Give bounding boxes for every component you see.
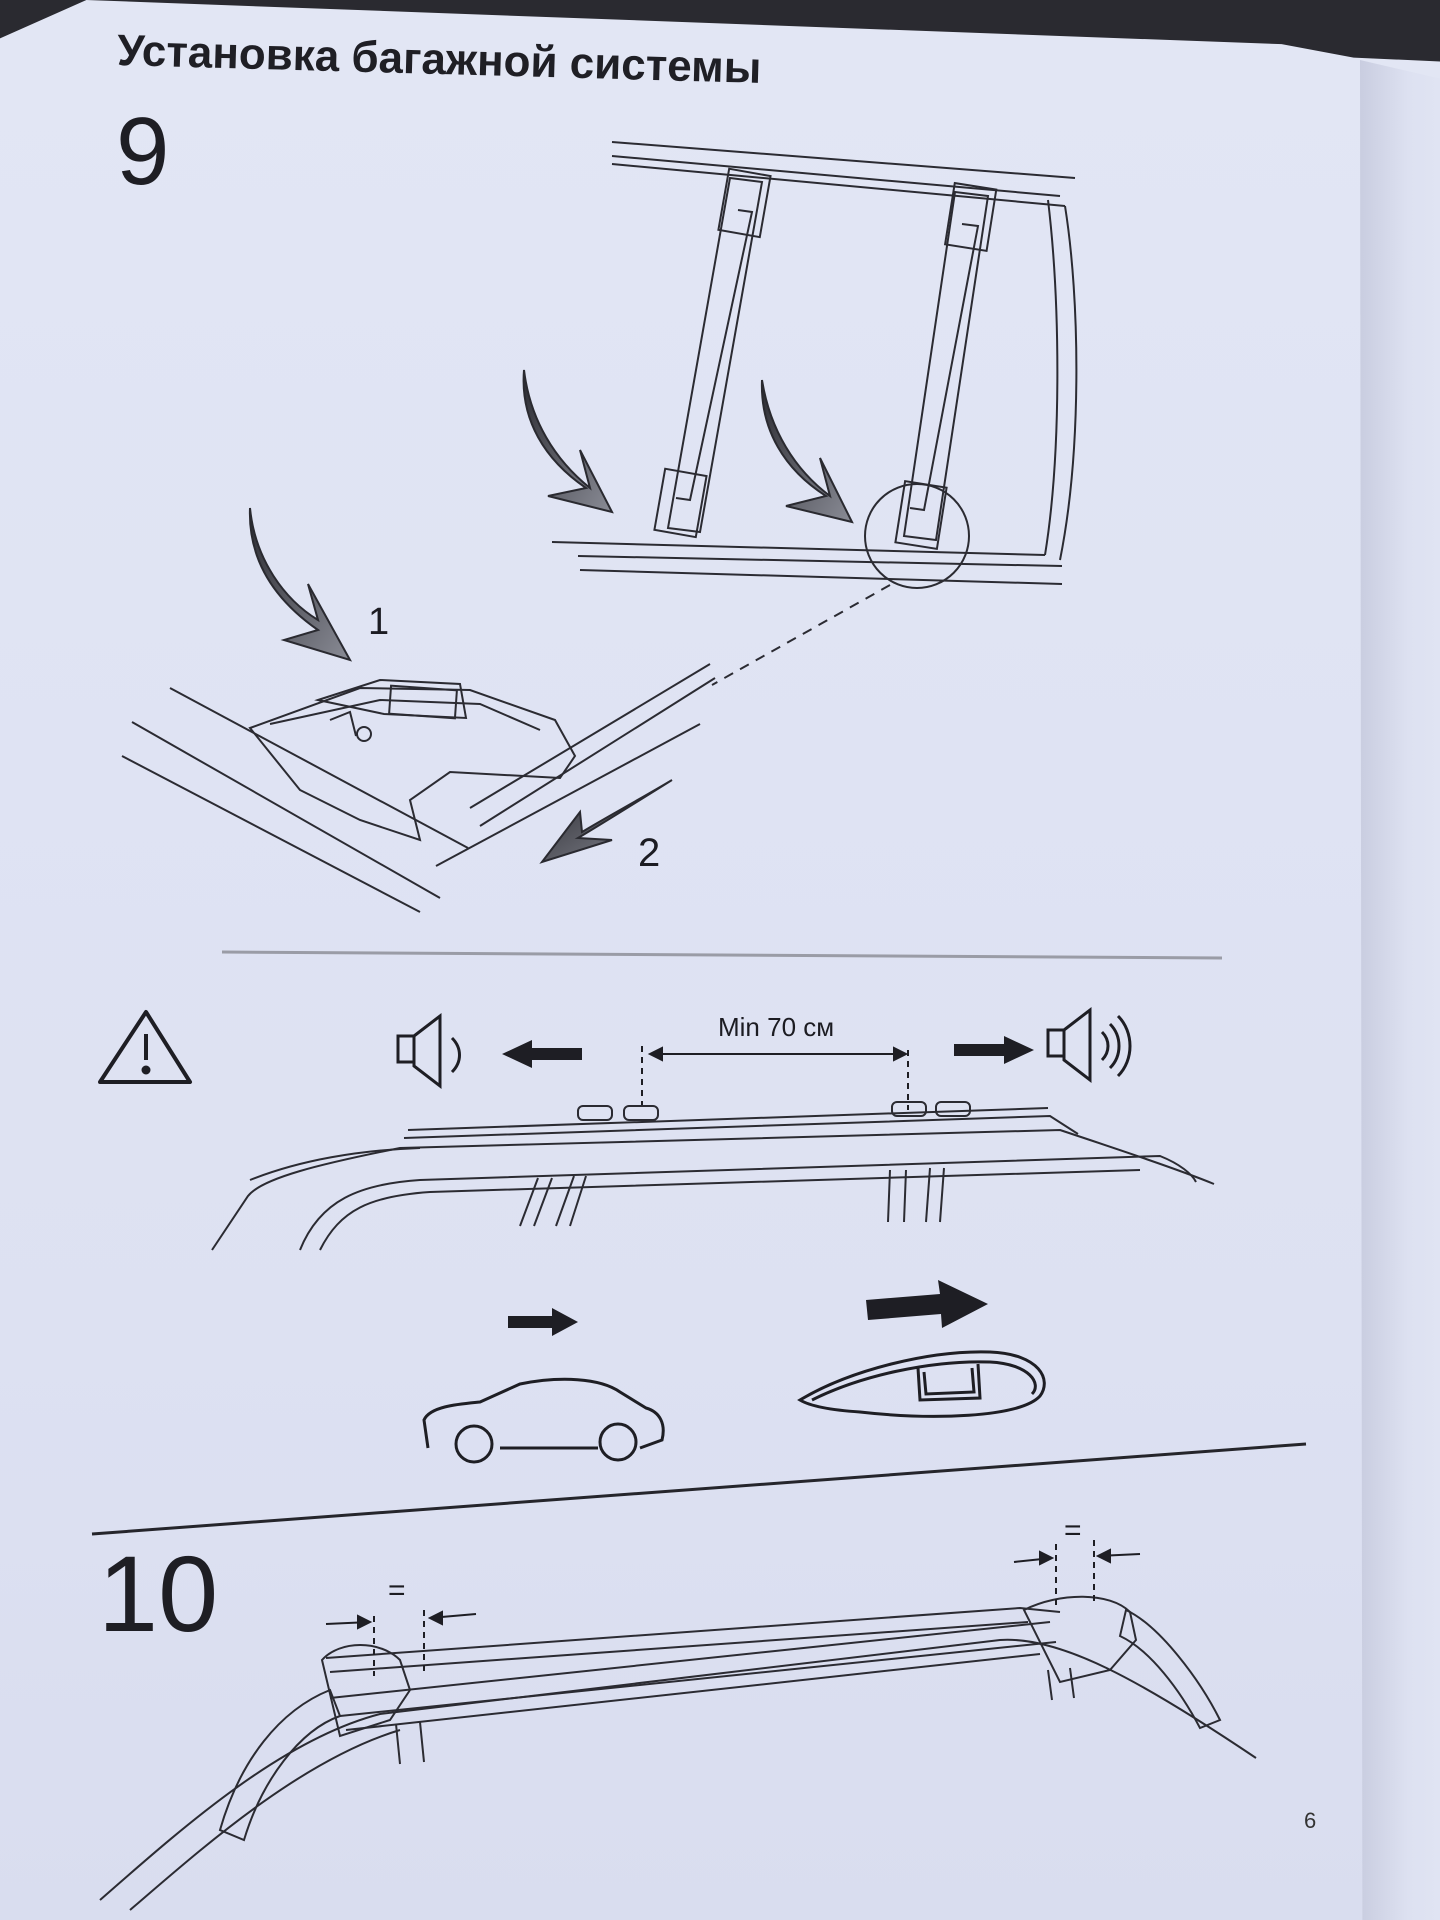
distance-dimension: [641, 1046, 909, 1110]
roof-box-icon: [797, 1350, 1046, 1418]
warning-triangle-icon: [98, 1010, 192, 1084]
speaker-loud-icon: [1046, 1006, 1132, 1084]
curved-arrow-2: [539, 779, 673, 864]
sedan-speed-arrow: [508, 1308, 578, 1336]
equal-marker-right: [1013, 1540, 1141, 1606]
arrow-right-short: [954, 1036, 1034, 1064]
roof-top-view: [551, 141, 1078, 585]
detail-leader: [711, 584, 891, 686]
sedan-icon: [422, 1377, 665, 1464]
section-divider-2: [91, 1442, 1307, 1536]
curved-arrow-1: [248, 507, 353, 662]
step10-crossbar: [99, 1595, 1257, 1911]
section-divider: [221, 950, 1223, 960]
curved-arrow-right: [760, 379, 854, 524]
next-page-edge: [1360, 60, 1440, 1920]
crossbar-left: [653, 167, 772, 539]
equal-mark-left: =: [388, 1574, 406, 1607]
page-number: 6: [1304, 1808, 1317, 1833]
car-roof-side: [211, 1101, 1215, 1251]
arrow-left-short: [502, 1040, 582, 1068]
roofbox-speed-arrow: [866, 1280, 988, 1328]
callout-2: 2: [638, 831, 660, 875]
step-number-10: 10: [98, 1533, 219, 1654]
equal-mark-right: =: [1064, 1514, 1082, 1547]
foot-closeup: [121, 663, 716, 913]
detail-circle: [864, 483, 970, 589]
crossbar-right: [894, 181, 998, 551]
equal-marker-left: [325, 1610, 477, 1676]
distance-label: Min 70 см: [718, 1012, 834, 1042]
speaker-quiet-icon: [396, 1012, 461, 1090]
step-number-9: 9: [116, 98, 170, 205]
curved-arrow-left: [522, 369, 614, 514]
callout-1: 1: [368, 601, 389, 643]
